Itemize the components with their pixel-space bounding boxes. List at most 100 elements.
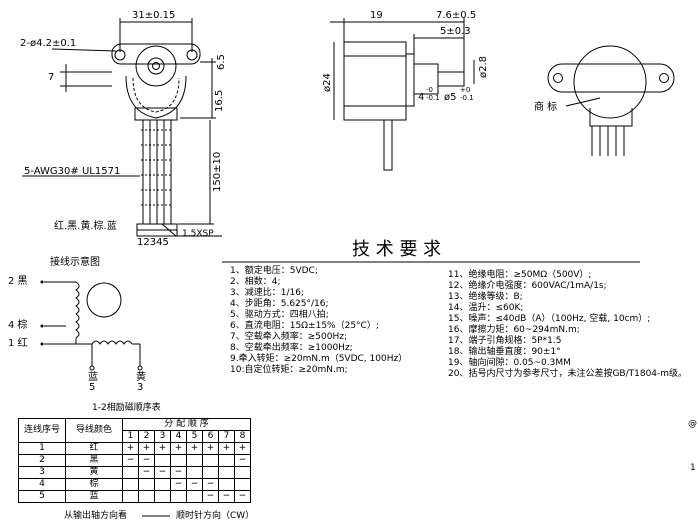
req-item: 17、端子引角规格：5P*1.5 [448,336,562,346]
cell: − [218,490,235,503]
cell: − [170,478,187,491]
row-color: 棕 [65,478,123,491]
cell: + [154,442,171,455]
table-row: 3 黄 − − − [18,466,251,479]
cell: − [234,454,251,467]
wiring-label-blue: 蓝 [88,372,98,383]
cell [170,454,187,467]
dim-shaft-4-tol-bot: -0.1 [426,94,440,102]
dim-lead-length: 150±10 [212,151,223,192]
dim-holes: 2-ø4.2±0.1 [20,38,77,49]
dim-dia24: ø24 [322,73,333,92]
dim-16-5: 16.5 [214,89,225,112]
side-view [330,18,475,171]
cell: + [170,442,187,455]
step-header: 5 [186,430,203,443]
step-header: 1 [122,430,139,443]
dim-shaft-4: 4 [418,92,425,103]
cell: + [234,442,251,455]
req-item: 20、括号内尺寸为参考尺寸，未注公差按GB/T1804-m级。 [448,369,688,379]
step-header: 3 [154,430,171,443]
connector-pitch: 1.5XSP [182,229,214,239]
step-header: 8 [234,430,251,443]
cell [154,478,171,491]
wiring-label-1: 1 红 [8,338,28,349]
dim-shaft-5-tol-top: +0 [460,86,471,94]
step-header: 2 [138,430,155,443]
cell [154,490,171,503]
dim-7: 7 [48,72,55,83]
cell [122,466,139,479]
req-item: 8、空载牵出频率：≥1000Hz; [230,343,353,353]
req-item: 16、摩擦力矩：60~294mN.m; [448,325,580,335]
wiring-title: 接线示意图 [50,257,100,268]
dim-wire-spec: 5-AWG30# UL1571 [24,166,121,177]
table-row: 5 蓝 − − − [18,490,251,503]
cell [218,466,235,479]
cell: − [154,466,171,479]
req-item: 2、相数：4; [230,277,281,287]
step-header: 4 [170,430,187,443]
front-dimension-lines [22,18,222,237]
table-row: 1 红 + + + + + + + + [18,442,251,455]
row-no: 2 [18,454,66,467]
cell: + [122,442,139,455]
connector-colors: 红.黑.黄.棕.蓝 [54,221,117,232]
row-no: 3 [18,466,66,479]
step-header: 6 [202,430,219,443]
row-no: 1 [18,442,66,455]
requirements-title: 技 术 要 求 [352,239,442,260]
edge-mark-a: @ [688,419,697,429]
col-wire-header: 连线序号 [18,418,66,443]
cell: − [234,490,251,503]
cell [170,490,187,503]
req-item: 6、直流电阻：15Ω±15%（25°C）; [230,321,379,331]
cell [122,490,139,503]
cell [202,466,219,479]
dim-shaft-5: ø5 [444,92,457,103]
direction-right: 顺时针方向（CW） [176,511,255,521]
cell [218,454,235,467]
wiring-label-yellow: 黄 [136,372,146,383]
requirements-right: 11、绝缘电阻：≥50MΩ（500V）; 12、绝缘介电强度：600VAC/1m… [448,270,687,380]
dim-side-7-6: 7.6±0.5 [436,10,477,21]
dim-top-width: 31±0.15 [132,10,176,21]
req-item: 7、空载牵入频率：≥500Hz; [230,332,347,342]
req-item: 18、输出轴垂直度：90±1° [448,347,561,357]
wiring-label-2: 2 黑 [8,276,28,287]
cell [138,478,155,491]
cell [138,490,155,503]
req-item: 4、步距角：5.625°/16; [230,299,329,309]
table-row: 4 棕 − − − [18,478,251,491]
req-item: 9.牵入转矩：≥20mN.m（5VDC, 100Hz） [230,354,408,364]
connector-pins: 12345 [137,237,169,248]
edge-mark-b: 1 [690,463,696,473]
row-color: 黑 [65,454,123,467]
sequence-table-title: 1-2相励磁顺序表 [92,403,161,413]
cell [234,478,251,491]
cell: − [202,478,219,491]
req-item: 11、绝缘电阻：≥50MΩ（500V）; [448,270,592,280]
row-color: 黄 [65,466,123,479]
req-item: 10:自定位转矩：≥20mN.m; [230,365,348,375]
req-item: 15、噪声：≤40dB（A）（100Hz, 空载, 10cm）; [448,314,651,324]
cell [186,454,203,467]
col-color-header: 导线颜色 [65,418,123,443]
col-seq-header: 分 配 顺 序 [122,418,251,431]
cell: − [202,490,219,503]
cell: − [186,478,203,491]
wiring-schematic [44,281,143,371]
product-view [547,45,675,156]
cell: − [138,466,155,479]
cell [234,466,251,479]
req-item: 14、温升：≤60K; [448,303,524,313]
cell [186,490,203,503]
req-item: 5、驱动方式：四相八拍; [230,310,329,320]
requirements-left: 1、额定电压：5VDC; 2、相数：4; 3、减速比：1/16; 4、步距角：5… [230,266,407,376]
dim-6-5: 6.5 [216,54,227,70]
row-no: 4 [18,478,66,491]
cell: − [138,454,155,467]
req-item: 1、额定电压：5VDC; [230,266,318,276]
cell [202,454,219,467]
